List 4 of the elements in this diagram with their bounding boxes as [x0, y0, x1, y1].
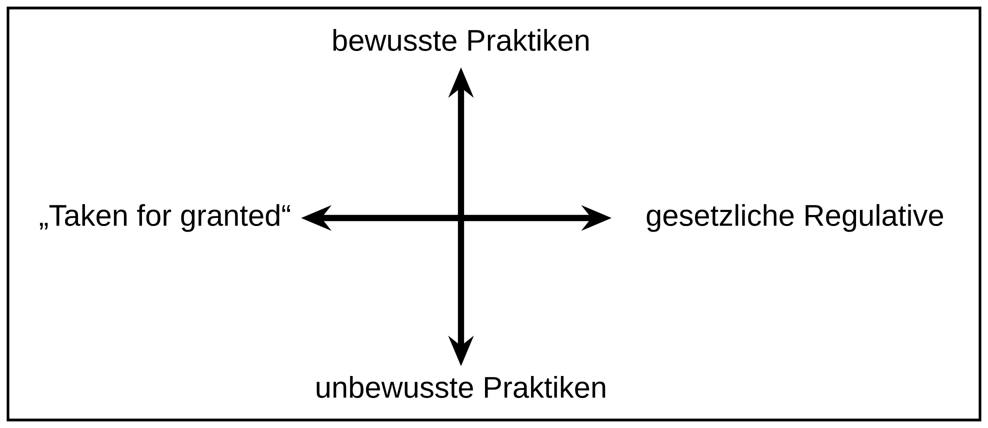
- axis-label: unbewusste Praktiken: [316, 376, 606, 398]
- axis-label: „Taken for granted“: [40, 204, 290, 232]
- axis-label: bewusste Praktiken: [333, 29, 588, 51]
- axis-label: gesetzliche Regulative: [646, 204, 944, 232]
